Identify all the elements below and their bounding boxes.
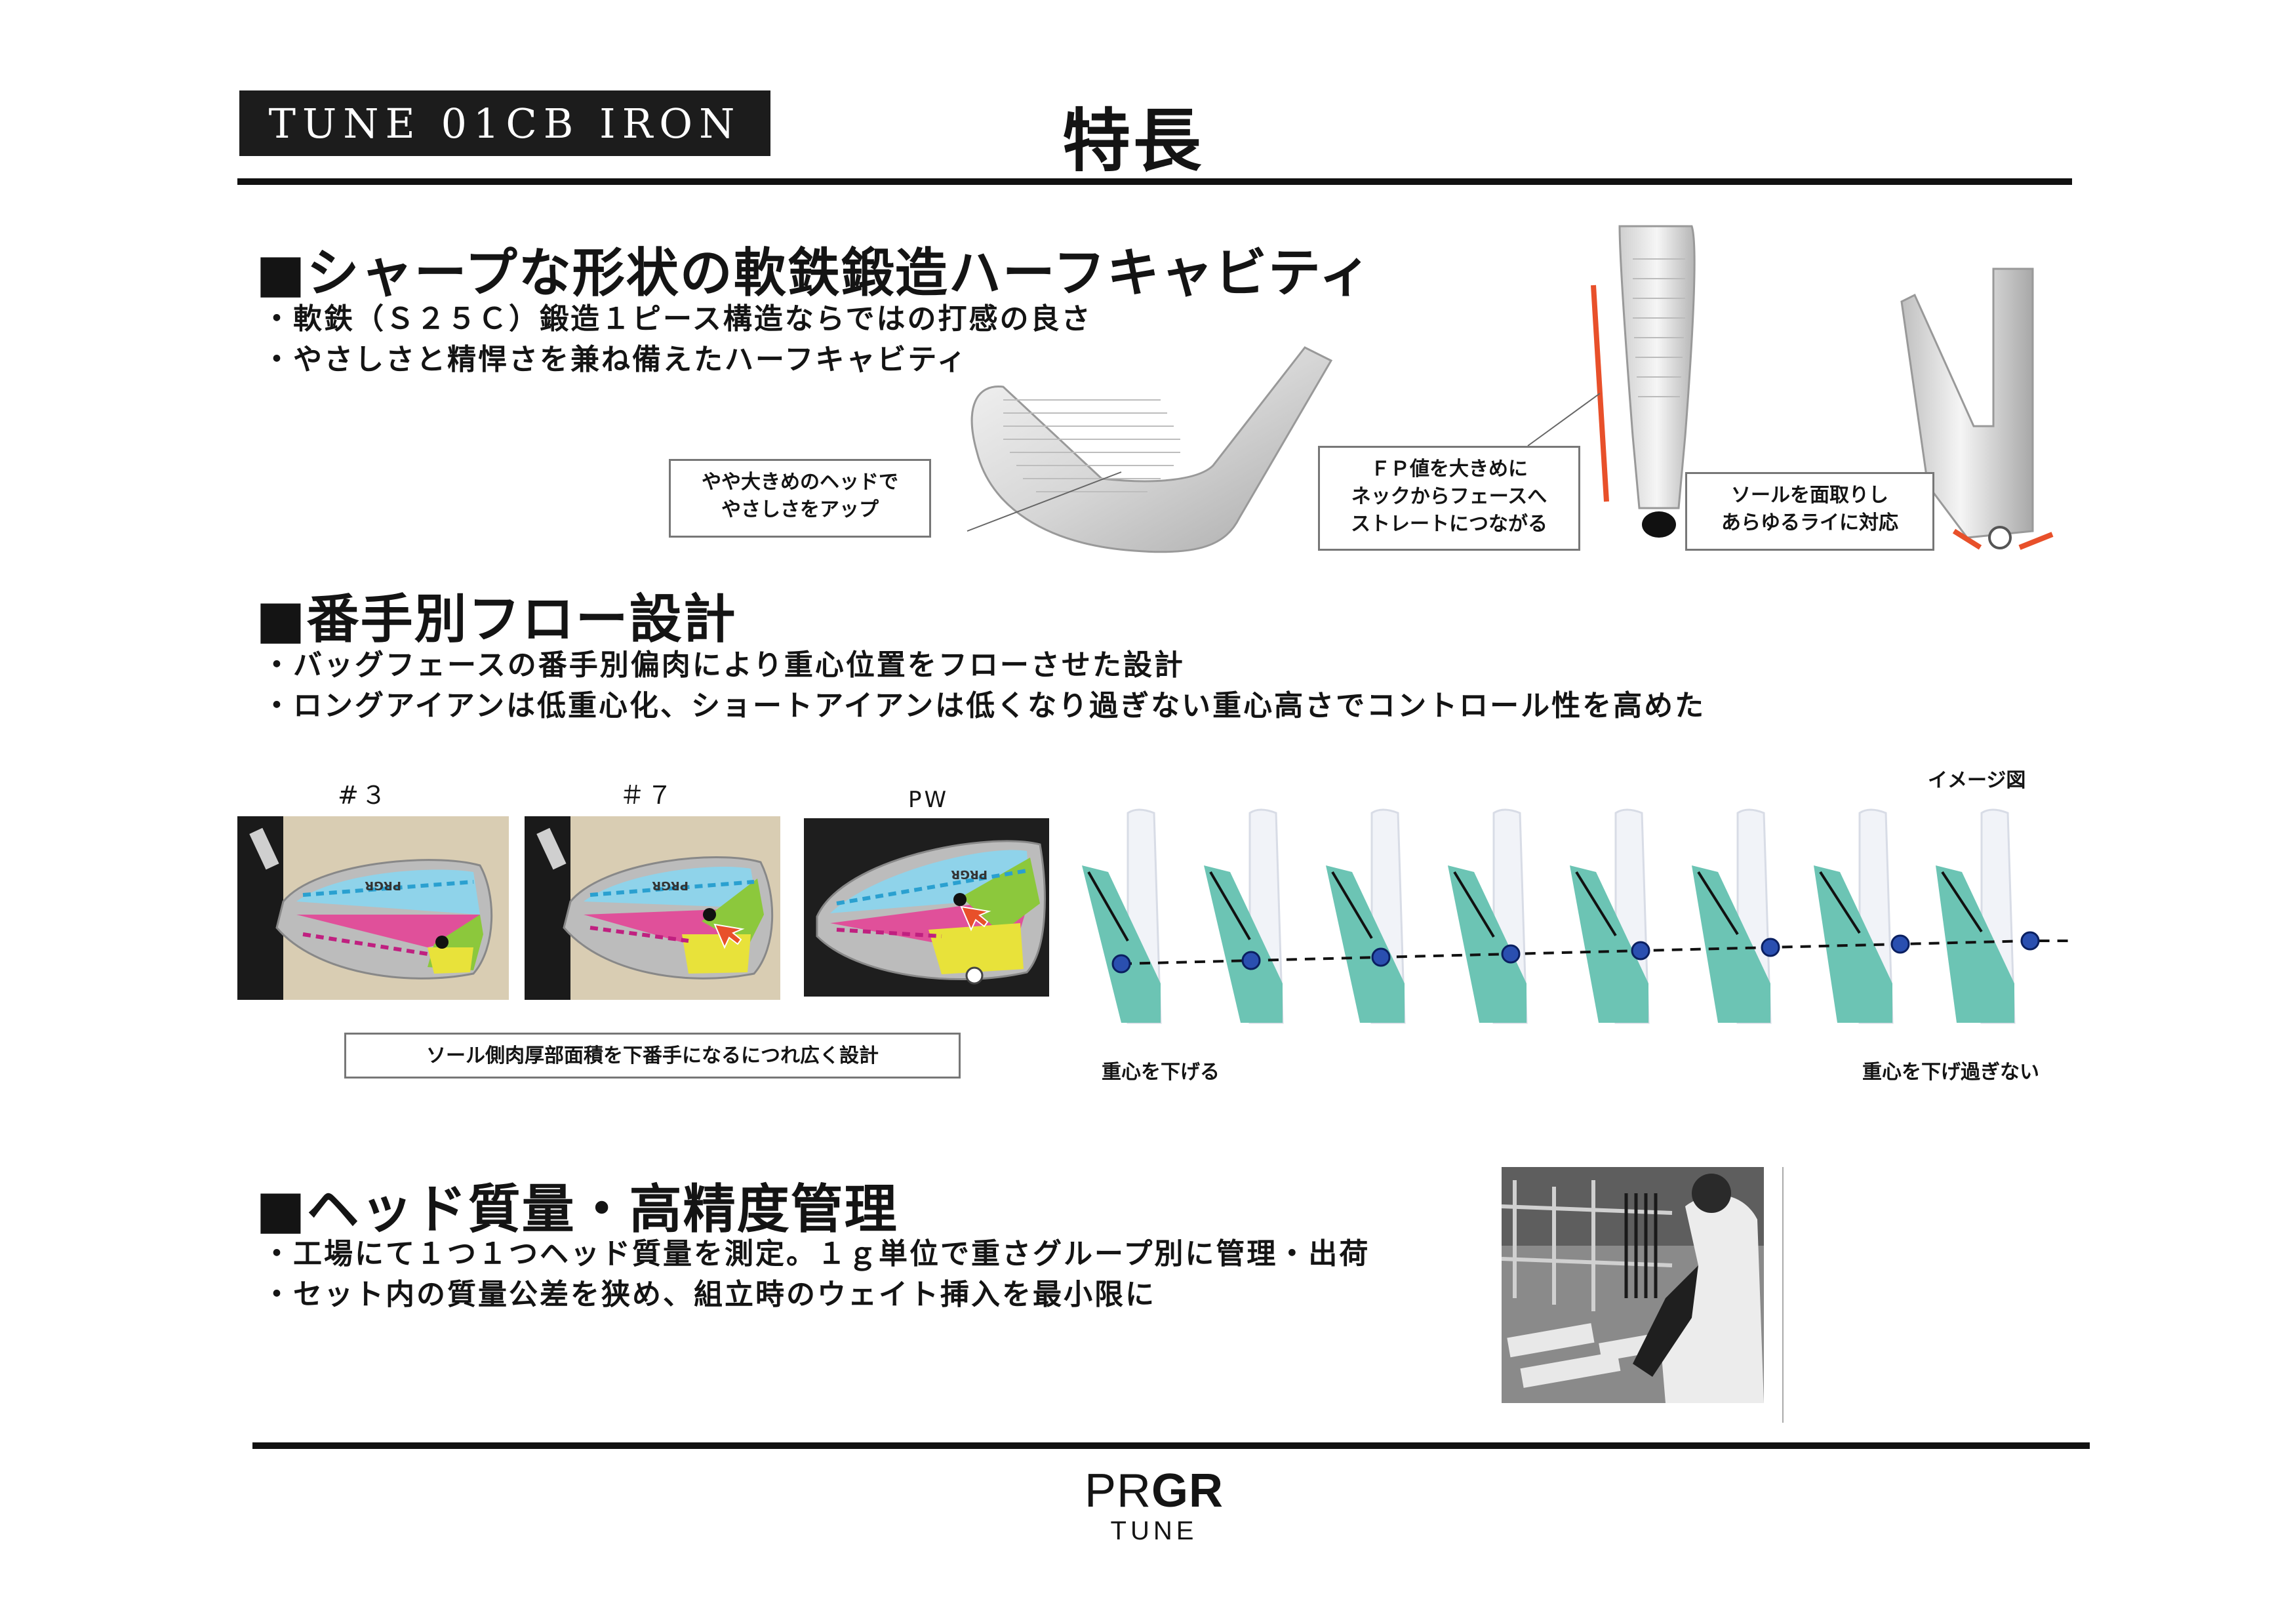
model-name: TUNE 01CB IRON [268,99,742,148]
section2-bullet-2: ・ロングアイアンは低重心化、ショートアイアンは低くなり過ぎない重心高さでコントロ… [262,689,1706,723]
sole-thickness-note: ソール側肉厚部面積を下番手になるにつれ広く設計 [344,1033,961,1079]
cavity-photo-3-iron: PRGR [237,816,509,1000]
cg-section-4 [1448,808,1528,1024]
callout-fp-value: ＦＰ値を大きめに ネックからフェースへ ストレートにつながる [1318,446,1580,551]
callout-sole-chamfer: ソールを面取りし あらゆるライに対応 [1685,472,1934,551]
iron-head-back-illustration [967,346,1333,553]
cg-not-too-low-label: 重心を下げ過ぎない [1862,1061,2039,1084]
callout-large-head: やや大きめのヘッドで やさしさをアップ [669,459,931,538]
callout-sole-line2: あらゆるライに対応 [1721,511,1898,534]
iron-sole-view-illustration [1900,267,2054,550]
cg-section-6 [1692,808,1772,1024]
cg-dot-3 [1371,947,1391,967]
photo-label-pw: PW [908,787,949,813]
cg-dot-4 [1501,944,1521,964]
fp-callout-leader [1527,393,1601,446]
section3-heading: ■ヘッド質量・高精度管理 [256,1179,898,1240]
cg-dot-2 [1241,951,1261,970]
cg-dot-6 [1761,938,1780,957]
cavity-photo-7-iron: PRGR [525,816,780,1000]
cavity-photo-pw: PRGR [804,818,1049,997]
cg-dot-5 [1631,941,1650,961]
cg-section-7 [1814,808,1894,1024]
cg-flow-diagram [1082,808,2069,1024]
callout-fp-line2: ネックからフェースへ [1351,485,1547,508]
head-brand-mark-3: PRGR [365,879,401,892]
callout-fp-line1: ＦＰ値を大きめに [1370,458,1528,481]
model-name-badge: TUNE 01CB IRON [239,90,770,156]
header-rule [237,178,2072,185]
section2-bullet-1: ・バッグフェースの番手別偏肉により重心位置をフローさせた設計 [262,648,1185,682]
callout-sole-line1: ソールを面取りし [1731,484,1888,507]
section2-heading: ■番手別フロー設計 [256,589,737,650]
section1-heading: ■シャープな形状の軟鉄鍛造ハーフキャビティ [256,243,1373,304]
photo-label-3-iron: #３ [338,781,389,810]
section3-bullet-1: ・工場にて１つ１つヘッド質量を測定。１ｇ単位で重さグループ別に管理・出荷 [262,1237,1370,1271]
logo-tune: TUNE [1110,1516,1198,1545]
logo-pr: PR [1084,1465,1152,1517]
callout-large-head-line1: やや大きめのヘッドで [702,471,898,494]
cg-lower-label: 重心を下げる [1102,1061,1220,1084]
cg-section-1 [1082,808,1162,1024]
section1-bullet-2: ・やさしさと精悍さを兼ね備えたハーフキャビティ [262,343,968,376]
cg-dot-8 [2020,931,2040,951]
photo-side-rule [1782,1167,1784,1423]
page-title: 特長 [1062,101,1205,181]
cg-section-5 [1570,808,1650,1024]
callout-fp-line3: ストレートにつながる [1351,513,1547,536]
section1-bullet-1: ・軟鉄（Ｓ２５Ｃ）鍛造１ピース構造ならではの打感の良さ [262,302,1092,336]
cg-section-3 [1326,808,1406,1024]
prgr-logo: PRGR TUNE [1082,1465,1226,1545]
logo-gr: GR [1151,1465,1224,1517]
cg-dot-1 [1111,954,1131,974]
factory-weighing-photo [1501,1167,1764,1403]
cg-section-2 [1204,808,1284,1024]
footer-rule [252,1442,2090,1449]
callout-large-head-line2: やさしさをアップ [721,498,879,521]
head-brand-mark-7: PRGR [652,879,688,892]
head-brand-mark-pw: PRGR [951,867,988,881]
sole-thickness-note-text: ソール側肉厚部面積を下番手になるにつれ広く設計 [426,1044,879,1067]
image-caption: イメージ図 [1928,769,2026,792]
cg-section-8 [1936,808,2016,1024]
photo-label-7-iron: ＃７ [620,781,675,810]
section3-bullet-2: ・セット内の質量公差を狭め、組立時のウェイト挿入を最小限に [262,1278,1156,1311]
cg-dot-7 [1890,934,1910,954]
